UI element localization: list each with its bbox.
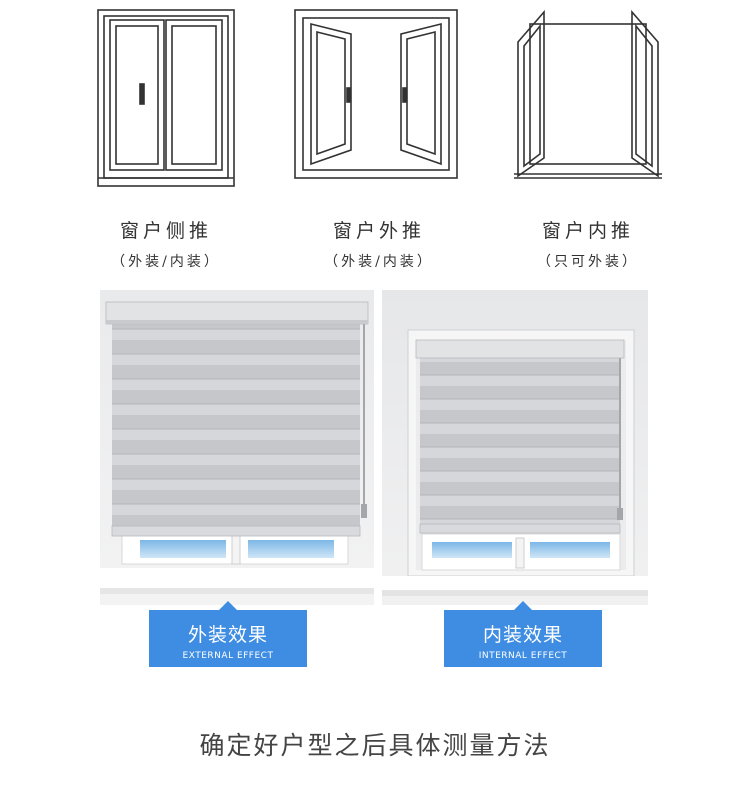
measurement-method-heading: 确定好户型之后具体测量方法	[199, 731, 551, 760]
window-subtitle: （外装/内装）	[324, 254, 434, 270]
badge-subtitle: INTERNAL EFFECT	[478, 651, 568, 661]
badge-subtitle: EXTERNAL EFFECT	[182, 651, 274, 661]
window-subtitle: （外装/内装）	[111, 254, 221, 270]
window-label-side: 窗户侧推 （外装/内装）	[66, 216, 266, 271]
window-title: 窗户外推	[332, 220, 425, 242]
sliding-window-illustration	[97, 9, 235, 187]
window-title: 窗户内推	[541, 220, 634, 242]
window-label-inward: 窗户内推 （只可外装）	[488, 216, 688, 271]
badge-title: 外装效果	[187, 624, 268, 646]
inward-casement-illustration	[514, 9, 662, 179]
window-label-outward: 窗户外推 （外装/内装）	[279, 216, 479, 271]
external-mount-photo	[100, 290, 374, 605]
internal-mount-photo	[382, 290, 648, 605]
internal-effect-badge: 内装效果 INTERNAL EFFECT	[444, 601, 602, 667]
window-title: 窗户侧推	[119, 220, 212, 242]
external-effect-badge: 外装效果 EXTERNAL EFFECT	[149, 601, 307, 667]
badge-title: 内装效果	[482, 624, 563, 646]
window-subtitle: （只可外装）	[537, 254, 639, 270]
outward-casement-illustration	[294, 9, 458, 179]
